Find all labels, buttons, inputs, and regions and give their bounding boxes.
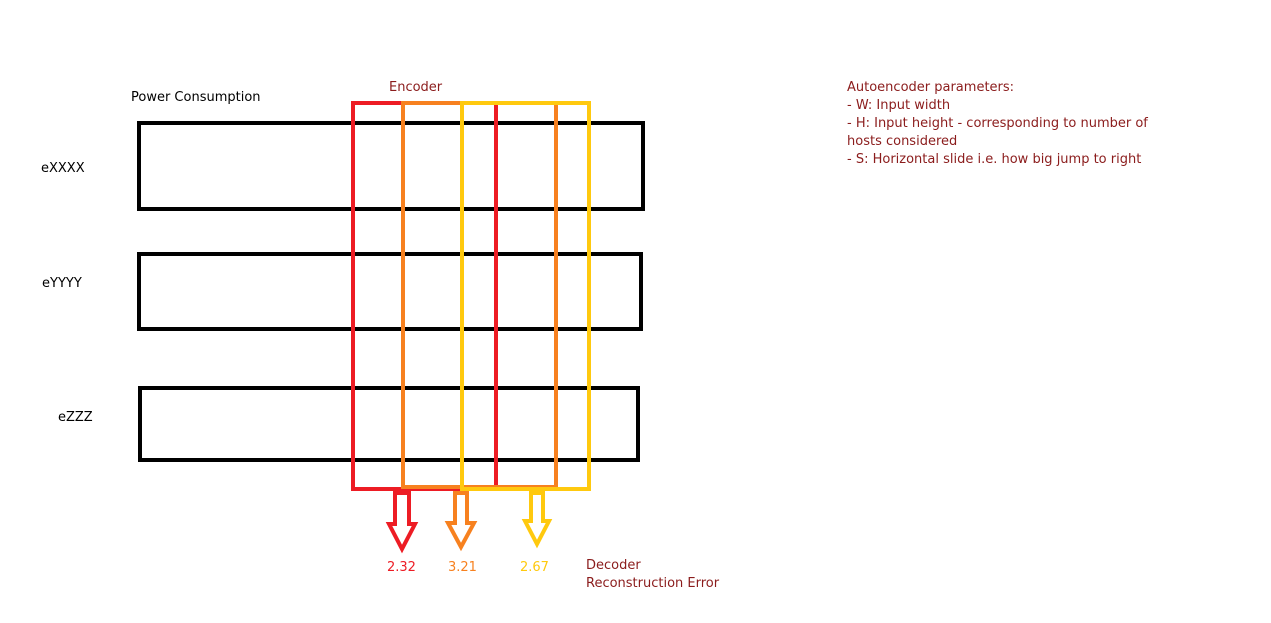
arrow-orange-icon — [444, 491, 478, 552]
decoder-label: Decoder — [586, 558, 641, 573]
row-box-ezzz — [138, 386, 640, 462]
row-label-ezzz: eZZZ — [58, 410, 93, 425]
window-yellow — [460, 101, 591, 491]
row-label-eyyyy: eYYYY — [42, 276, 82, 291]
parameter-h: - H: Input height - corresponding to num… — [847, 116, 1148, 149]
row-box-exxxx — [137, 121, 645, 211]
arrow-red-icon — [385, 491, 419, 554]
arrow-yellow-icon — [521, 491, 553, 549]
diagram-title: Power Consumption — [131, 90, 261, 105]
window-red — [351, 101, 498, 491]
parameters-heading: Autoencoder parameters: — [847, 80, 1015, 95]
error-value-yellow: 2.67 — [520, 560, 549, 575]
parameter-s: - S: Horizontal slide i.e. how big jump … — [847, 152, 1142, 167]
autoencoder-parameters: Autoencoder parameters: - W: Input width… — [847, 79, 1227, 169]
window-orange — [401, 101, 558, 489]
row-box-eyyyy — [137, 252, 643, 331]
error-value-orange: 3.21 — [448, 560, 477, 575]
row-label-exxxx: eXXXX — [41, 161, 85, 176]
encoder-label: Encoder — [389, 80, 443, 95]
error-value-red: 2.32 — [387, 560, 416, 575]
reconstruction-error-label: Reconstruction Error — [586, 576, 720, 591]
parameter-w: - W: Input width — [847, 98, 951, 113]
